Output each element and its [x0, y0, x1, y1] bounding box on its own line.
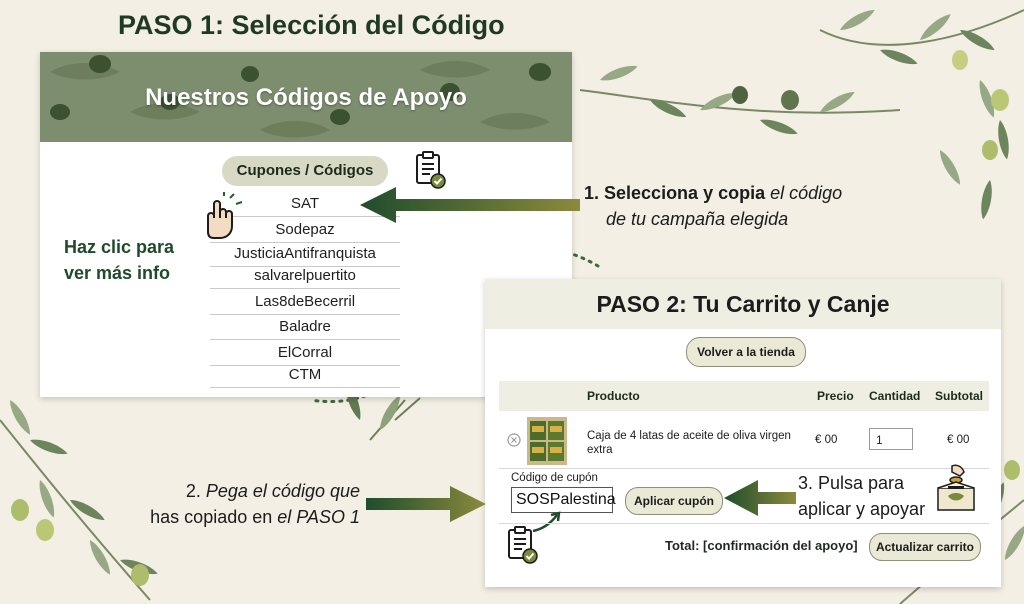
- cart-table-header: Producto Precio Cantidad Subtotal: [499, 381, 989, 411]
- click-info-hint-line1: Haz clic para: [64, 237, 175, 257]
- arrow-left-step3-icon: [724, 480, 796, 516]
- step3-instruction: 3. Pulsa para aplicar y apoyar: [798, 470, 925, 522]
- cart-total: Total: [confirmación del apoyo]: [665, 538, 858, 553]
- quantity-input[interactable]: 1: [869, 428, 913, 450]
- col-quantity: Cantidad: [869, 389, 921, 403]
- coupon-input[interactable]: SOSPalestina: [511, 487, 616, 513]
- remove-icon[interactable]: [507, 433, 521, 447]
- product-thumbnail[interactable]: [527, 417, 567, 465]
- product-name-line1: Caja de 4 latas de aceite de oliva virge…: [587, 430, 791, 442]
- row-divider: [499, 468, 989, 469]
- update-cart-button[interactable]: Actualizar carrito: [869, 533, 981, 561]
- step1-instruction-italic2: de tu campaña elegida: [606, 209, 789, 229]
- step2-instruction-plain2: has copiado en: [150, 507, 273, 527]
- step2-title: PASO 2: Tu Carrito y Canje: [596, 291, 890, 317]
- code-link-ctm[interactable]: CTM: [210, 365, 400, 388]
- cart-panel: PASO 2: Tu Carrito y Canje Volver a la t…: [485, 279, 1001, 587]
- coupons-label: Cupones / Códigos: [222, 156, 388, 186]
- code-link-justiciaantifranquista[interactable]: JusticiaAntifranquista: [210, 244, 400, 267]
- code-link-sodepaz[interactable]: Sodepaz: [210, 220, 400, 243]
- product-price: € 00: [815, 434, 838, 446]
- col-subtotal: Subtotal: [935, 389, 983, 403]
- step1-instruction: 1. Selecciona y copia el código de tu ca…: [584, 180, 842, 232]
- pointing-hand-icon: [207, 192, 243, 239]
- step1-instruction-italic1: el código: [770, 183, 843, 203]
- step1-instruction-bold: 1. Selecciona y copia: [584, 183, 766, 203]
- arrow-left-step1-icon: [360, 187, 580, 223]
- donation-box-icon: [937, 464, 975, 511]
- arrow-right-step2-icon: [366, 486, 486, 522]
- cart-panel-header: PASO 2: Tu Carrito y Canje: [485, 279, 1001, 329]
- clipboard-check-icon: [508, 526, 538, 564]
- paste-hint-arrow-icon: [532, 511, 561, 533]
- back-to-shop-button[interactable]: Volver a la tienda: [686, 337, 806, 367]
- step2-instruction-num: 2.: [185, 481, 201, 501]
- click-info-hint: Haz clic para ver más info: [64, 234, 214, 286]
- product-name[interactable]: Caja de 4 latas de aceite de oliva virge…: [587, 429, 791, 457]
- step1-title: PASO 1: Selección del Código: [118, 10, 505, 40]
- clipboard-check-icon: [416, 151, 446, 189]
- coupon-label: Código de cupón: [511, 472, 598, 484]
- col-product: Producto: [587, 389, 640, 403]
- code-link-salvarelpuertito[interactable]: salvarelpuertito: [210, 266, 400, 289]
- codes-panel-title: Nuestros Códigos de Apoyo: [145, 84, 467, 111]
- code-link-las8debecerril[interactable]: Las8deBecerril: [210, 292, 400, 315]
- step3-instruction-line1: 3. Pulsa para: [798, 473, 905, 493]
- step2-instruction-italic1: Pega el código que: [205, 481, 360, 501]
- codes-panel: Nuestros Códigos de Apoyo Cupones / Códi…: [40, 52, 572, 397]
- click-info-hint-line2: ver más info: [64, 263, 171, 283]
- codes-panel-header: Nuestros Códigos de Apoyo: [40, 52, 572, 142]
- code-link-baladre[interactable]: Baladre: [210, 317, 400, 340]
- col-price: Precio: [817, 389, 854, 403]
- code-link-sat[interactable]: SAT: [210, 194, 400, 217]
- code-link-elcorral[interactable]: ElCorral: [210, 343, 400, 366]
- row-divider-2: [499, 523, 989, 524]
- step2-instruction: 2. Pega el código que has copiado en el …: [130, 478, 360, 530]
- step3-instruction-line2: aplicar y apoyar: [798, 499, 926, 519]
- step2-instruction-italic2: el PASO 1: [277, 507, 360, 527]
- olive-banner-icon: [50, 55, 551, 138]
- product-name-line2: extra: [587, 444, 613, 456]
- apply-coupon-button[interactable]: Aplicar cupón: [625, 487, 723, 515]
- product-subtotal: € 00: [947, 434, 970, 446]
